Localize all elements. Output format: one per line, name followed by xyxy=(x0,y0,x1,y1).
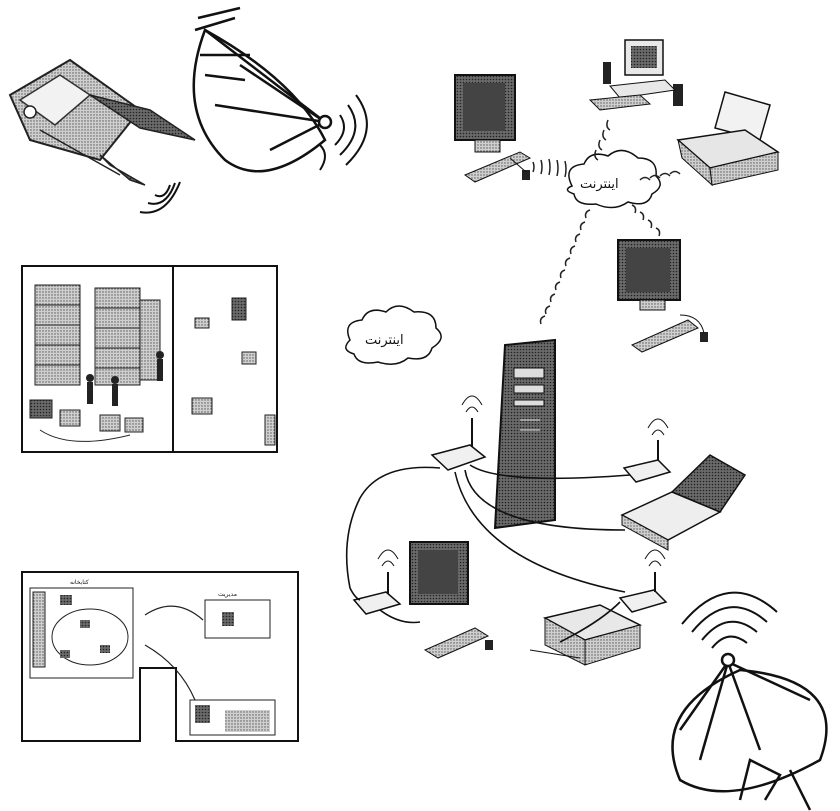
printer-icon xyxy=(530,605,640,665)
side-room-label: مدیریت xyxy=(218,591,237,598)
monitor-icon xyxy=(618,240,708,352)
wireless-access-point-icon xyxy=(432,396,485,470)
radio-waves-icon xyxy=(320,95,367,170)
wireless-access-point-icon xyxy=(354,550,400,614)
standalone-internet-cloud: اینترنت xyxy=(346,306,441,364)
monitor-icon xyxy=(410,542,493,658)
bookshelf xyxy=(35,285,160,385)
library-panel xyxy=(22,266,277,452)
cloud-label: اینترنت xyxy=(365,333,404,348)
wireless-access-point-icon xyxy=(624,419,670,482)
floor-plan: کتابخانه مدیریت xyxy=(22,572,298,741)
printer-icon xyxy=(678,92,778,185)
server-tower-icon xyxy=(495,340,555,528)
satellite-dish-icon xyxy=(194,8,331,171)
main-room-label: کتابخانه xyxy=(70,579,89,586)
wireless-access-point-icon xyxy=(620,550,666,612)
network-cloud: اینترنت xyxy=(567,150,660,207)
radio-waves-icon xyxy=(140,182,180,213)
cloud-label: اینترنت xyxy=(580,177,619,192)
satellite-dish-icon xyxy=(673,654,827,810)
satellite-icon xyxy=(10,60,195,185)
monitor-icon xyxy=(455,75,530,182)
radio-waves-icon xyxy=(682,593,777,648)
desktop-computer-icon xyxy=(590,40,683,110)
